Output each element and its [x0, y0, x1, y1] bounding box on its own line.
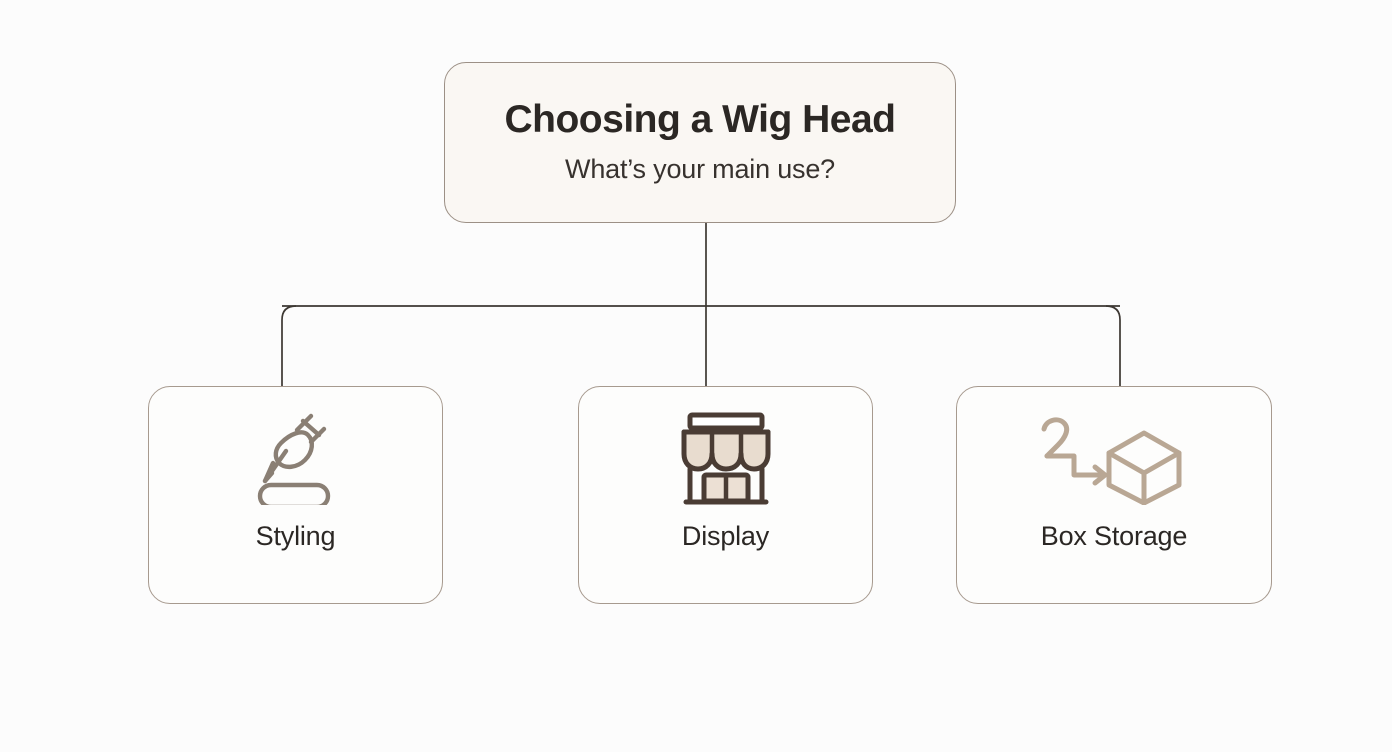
option-card-styling[interactable]: Styling	[148, 386, 443, 604]
option-label-display: Display	[681, 521, 770, 551]
option-label-styling: Styling	[255, 521, 336, 551]
page-title: Choosing a Wig Head	[504, 97, 897, 141]
option-label-box-storage: Box Storage	[1040, 521, 1188, 551]
root-node-card: Choosing a Wig Head What’s your main use…	[444, 62, 956, 223]
pushpin-stand-icon	[251, 413, 341, 505]
option-card-display[interactable]: Display	[578, 386, 873, 604]
option-card-box-storage[interactable]: Box Storage	[956, 386, 1272, 604]
root-subtitle: What’s your main use?	[565, 154, 835, 185]
arrow-into-box-icon	[1034, 413, 1194, 505]
storefront-icon	[678, 412, 774, 505]
